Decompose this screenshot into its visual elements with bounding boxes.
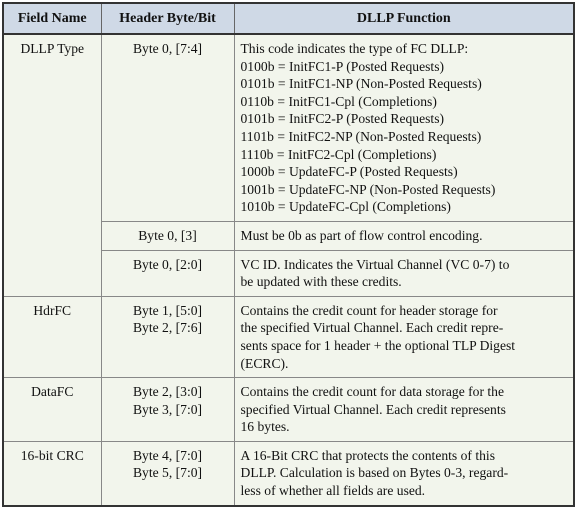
byte-bit-cell: Byte 4, [7:0] Byte 5, [7:0] bbox=[100, 440, 235, 507]
function-line: specified Virtual Channel. Each credit r… bbox=[240, 401, 506, 417]
field-name-hdrfc: HdrFC bbox=[2, 295, 102, 379]
function-cell: Contains the credit count for header sto… bbox=[233, 295, 575, 379]
function-line: less of whether all fields are used. bbox=[240, 483, 426, 499]
byte-bit-line: Byte 2, [3:0] bbox=[132, 384, 203, 400]
byte-bit-line: Byte 1, [5:0] bbox=[132, 302, 203, 318]
table-row: 16-bit CRC Byte 4, [7:0] Byte 5, [7:0] A… bbox=[2, 440, 575, 507]
function-line: 1000b = UpdateFC-P (Posted Requests) bbox=[240, 164, 458, 180]
byte-bit-line: Byte 4, [7:0] bbox=[132, 447, 203, 463]
function-line: Contains the credit count for header sto… bbox=[240, 302, 498, 318]
function-line: 16 bytes. bbox=[240, 419, 290, 435]
byte-bit-cell: Byte 1, [5:0] Byte 2, [7:6] bbox=[100, 295, 235, 379]
header-dllp-function: DLLP Function bbox=[233, 2, 575, 35]
byte-bit-line: Byte 0, [2:0] bbox=[132, 256, 203, 272]
table-row: DataFC Byte 2, [3:0] Byte 3, [7:0] Conta… bbox=[2, 377, 575, 442]
field-name-crc: 16-bit CRC bbox=[2, 440, 102, 507]
function-line: 0101b = InitFC1-NP (Non-Posted Requests) bbox=[240, 76, 482, 92]
field-name-datafc: DataFC bbox=[2, 377, 102, 442]
function-line: 0101b = InitFC2-P (Posted Requests) bbox=[240, 111, 445, 127]
dllp-fields-table: Field Name Header Byte/Bit DLLP Function… bbox=[2, 2, 575, 507]
function-cell: A 16-Bit CRC that protects the contents … bbox=[233, 440, 575, 507]
table-row: DLLP Type Byte 0, [7:4] This code indica… bbox=[2, 33, 575, 297]
byte-bit-line: Byte 0, [7:4] bbox=[132, 41, 203, 56]
field-name-dllp-type: DLLP Type bbox=[2, 33, 102, 297]
byte-bit-line: Byte 5, [7:0] bbox=[132, 465, 203, 481]
function-line: sents space for 1 header + the optional … bbox=[240, 337, 516, 353]
function-line: A 16-Bit CRC that protects the contents … bbox=[240, 447, 495, 463]
byte-bit-line: Byte 3, [7:0] bbox=[132, 401, 203, 417]
function-line: 0100b = InitFC1-P (Posted Requests) bbox=[240, 58, 445, 74]
table-row: Byte 0, [2:0] VC ID. Indicates the Virtu… bbox=[3, 249, 575, 297]
function-line: 1010b = UpdateFC-Cpl (Completions) bbox=[240, 199, 451, 215]
function-cell: Must be 0b as part of flow control encod… bbox=[233, 220, 575, 251]
function-cell: Contains the credit count for data stora… bbox=[233, 377, 575, 442]
byte-bit-cell: Byte 2, [3:0] Byte 3, [7:0] bbox=[100, 377, 235, 442]
header-field-name: Field Name bbox=[2, 2, 102, 35]
function-line: DLLP. Calculation is based on Bytes 0-3,… bbox=[240, 465, 509, 481]
byte-bit-cell: Byte 0, [2:0] bbox=[100, 249, 235, 297]
function-line: 1101b = InitFC2-NP (Non-Posted Requests) bbox=[240, 128, 482, 144]
header-byte-bit: Header Byte/Bit bbox=[100, 2, 235, 35]
function-line: Must be 0b as part of flow control encod… bbox=[240, 227, 483, 243]
table-header-row: Field Name Header Byte/Bit DLLP Function bbox=[2, 2, 575, 35]
function-line: 0110b = InitFC1-Cpl (Completions) bbox=[240, 93, 437, 109]
function-cell: This code indicates the type of FC DLLP:… bbox=[233, 33, 575, 222]
function-line: VC ID. Indicates the Virtual Channel (VC… bbox=[240, 256, 510, 272]
function-line: This code indicates the type of FC DLLP: bbox=[240, 41, 469, 56]
byte-bit-line: Byte 2, [7:6] bbox=[132, 320, 203, 336]
function-line: 1110b = InitFC2-Cpl (Completions) bbox=[240, 146, 437, 162]
table-row: HdrFC Byte 1, [5:0] Byte 2, [7:6] Contai… bbox=[2, 295, 575, 379]
function-line: Contains the credit count for data stora… bbox=[240, 384, 504, 400]
byte-bit-cell: Byte 0, [7:4] bbox=[100, 33, 235, 222]
byte-bit-line: Byte 0, [3] bbox=[138, 227, 197, 243]
function-line: (ECRC). bbox=[240, 355, 289, 371]
table-row: Byte 0, [3] Must be 0b as part of flow c… bbox=[3, 220, 575, 251]
function-line: the specified Virtual Channel. Each cred… bbox=[240, 320, 504, 336]
byte-bit-cell: Byte 0, [3] bbox=[100, 220, 235, 251]
function-cell: VC ID. Indicates the Virtual Channel (VC… bbox=[233, 249, 575, 297]
function-line: be updated with these credits. bbox=[240, 274, 402, 290]
function-line: 1001b = UpdateFC-NP (Non-Posted Requests… bbox=[240, 181, 496, 197]
